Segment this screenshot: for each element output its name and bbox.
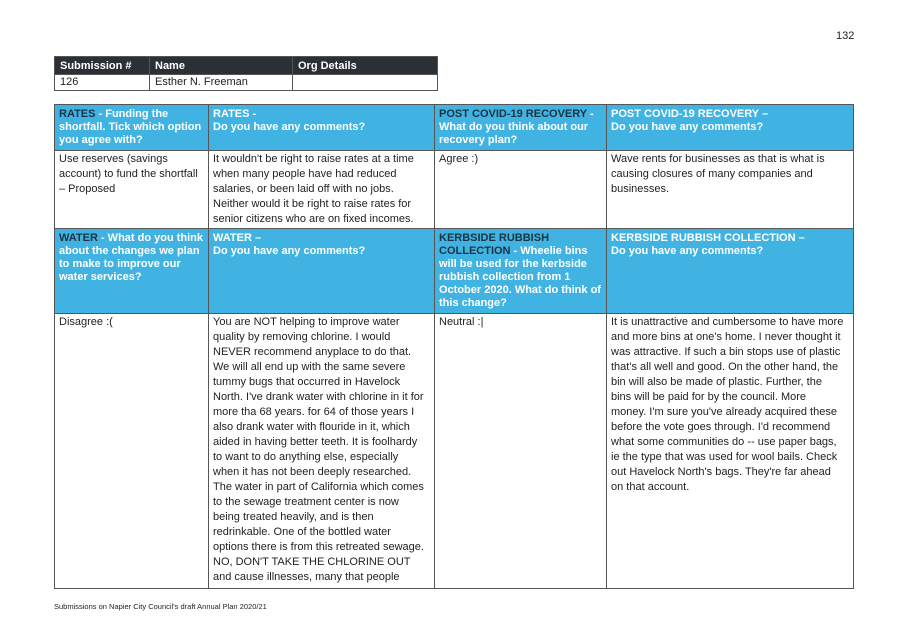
submission-table: Submission # Name Org Details 126 Esther… [54, 56, 438, 91]
water-prefix: WATER [59, 232, 98, 244]
covid-question-header: POST COVID-19 RECOVERY - What do you thi… [434, 104, 607, 151]
header-row-rates-covid: RATES - Funding the shortfall. Tick whic… [54, 104, 854, 151]
rates-answer: Use reserves (savings account) to fund t… [54, 150, 209, 229]
water-comment: You are NOT helping to improve water qua… [208, 313, 435, 589]
kerbside-prefix: KERBSIDE RUBBISH COLLECTION [439, 232, 550, 257]
submission-row: 126 Esther N. Freeman [54, 74, 438, 91]
answer-row-water-kerbside: Disagree :( You are NOT helping to impro… [54, 313, 854, 589]
covid-answer: Agree :) [434, 150, 607, 229]
submission-responses-table: RATES - Funding the shortfall. Tick whic… [54, 104, 854, 589]
water-comments-header: WATER – Do you have any comments? [208, 228, 435, 314]
kerbside-comments-header: KERBSIDE RUBBISH COLLECTION – Do you hav… [606, 228, 854, 314]
rates-comments-header: RATES - Do you have any comments? [208, 104, 435, 151]
answer-row-rates-covid: Use reserves (savings account) to fund t… [54, 150, 854, 229]
header-row-water-kerbside: WATER - What do you think about the chan… [54, 228, 854, 314]
page-number: 132 [836, 30, 855, 42]
page-footer: Submissions on Napier City Council's dra… [54, 602, 267, 611]
covid-comments-header: POST COVID-19 RECOVERY – Do you have any… [606, 104, 854, 151]
rates-comment: It wouldn't be right to raise rates at a… [208, 150, 435, 229]
water-question: - What do you think about the changes we… [59, 232, 204, 283]
kerbside-comment: It is unattractive and cumbersome to hav… [606, 313, 854, 589]
header-org-details: Org Details [292, 56, 438, 75]
covid-prefix: POST COVID-19 RECOVERY [439, 108, 587, 120]
water-question-header: WATER - What do you think about the chan… [54, 228, 209, 314]
water-answer: Disagree :( [54, 313, 209, 589]
rates-question-header: RATES - Funding the shortfall. Tick whic… [54, 104, 209, 151]
submission-number: 126 [54, 74, 150, 91]
header-name: Name [149, 56, 293, 75]
submission-header-row: Submission # Name Org Details [54, 56, 438, 75]
submitter-name: Esther N. Freeman [149, 74, 293, 91]
covid-question: - What do you think about our recovery p… [439, 108, 594, 146]
covid-comment: Wave rents for businesses as that is wha… [606, 150, 854, 229]
rates-question: - Funding the shortfall. Tick which opti… [59, 108, 202, 146]
kerbside-answer: Neutral :| [434, 313, 607, 589]
header-submission-number: Submission # [54, 56, 150, 75]
rates-prefix: RATES [59, 108, 96, 120]
org-details [292, 74, 438, 91]
kerbside-question: - Wheelie bins will be used for the kerb… [439, 245, 601, 309]
kerbside-question-header: KERBSIDE RUBBISH COLLECTION - Wheelie bi… [434, 228, 607, 314]
